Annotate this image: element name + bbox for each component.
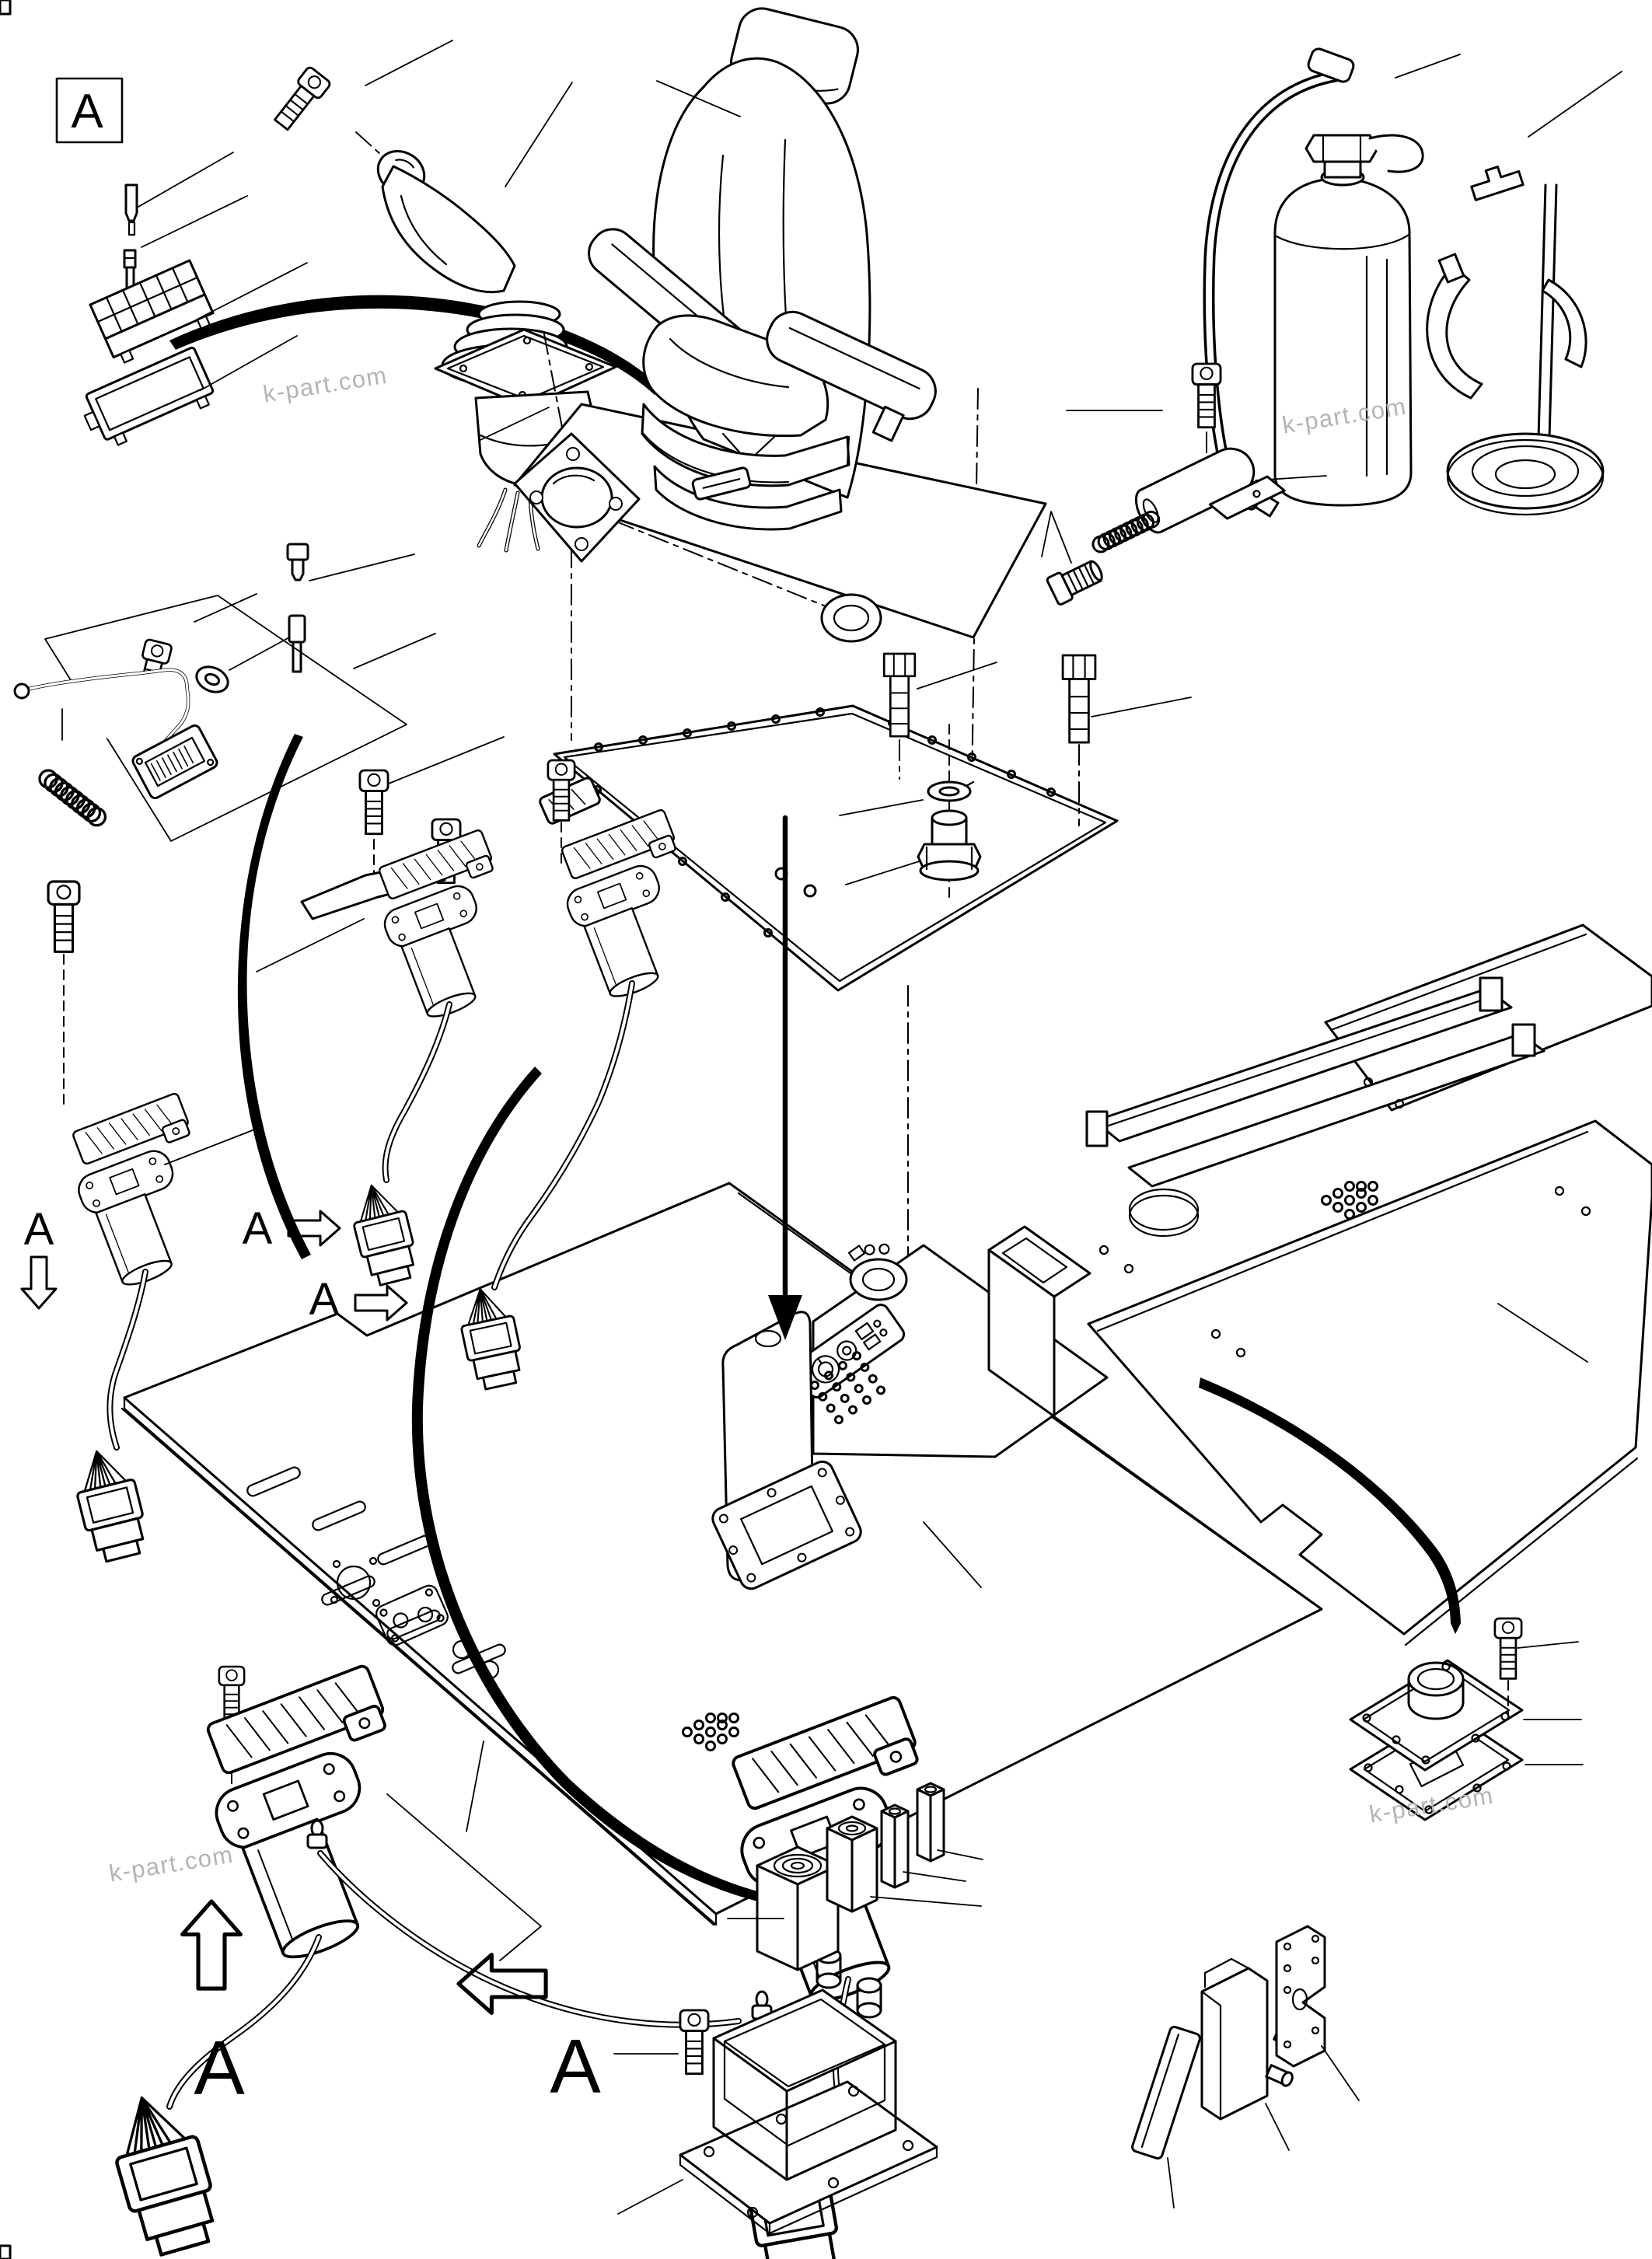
detail-marker-label: A [309,1274,340,1325]
detail-marker-arrow-right [354,1284,408,1322]
slide-rails [1085,976,1545,1188]
mounting-box-group [613,1947,938,2235]
valve-bracket [1134,447,1286,534]
rod-spring [34,765,110,830]
operator-seat-group [480,7,1047,643]
extinguisher-bottle [1273,134,1424,507]
detail-a-box: A [55,77,124,144]
center-pedal-group [256,736,722,1393]
fitting-spring [1089,508,1163,556]
seat-mounting-plate [553,704,1119,992]
armrest-right [766,310,937,442]
valve-fitting-group [1041,362,1327,826]
pedal-bolt-1 [358,769,389,836]
connector-pin-2 [286,543,309,581]
cover-bolt [1493,1617,1523,1720]
connector-pin-3 [288,614,306,673]
console-cup-holder [849,1258,908,1301]
detail-a-box-label: A [71,85,103,138]
harness-connector-1 [344,1178,423,1290]
connector-pin-1 [124,183,138,236]
console-keypad [810,1351,886,1425]
frame-cup-left [513,432,641,563]
plate-spacer-nut [917,809,982,882]
detail-marker-label: A [194,2025,245,2111]
sweep-arcs [169,295,1461,1911]
bracket-plate [1275,1925,1326,2068]
left-pedal-bolt [47,880,81,953]
connector-housing [89,259,215,364]
stand-strap-left [1426,264,1483,400]
detail-marker-arrow-right [287,1210,341,1247]
rod-terminal-plate [131,724,218,800]
box-stud-2 [856,1977,882,2019]
box-flange [679,2080,938,2235]
corner-layer [0,0,12,2259]
console-flange [711,1460,862,1590]
detail-marker-arrow-down [20,1255,58,1310]
connector-terminal [123,249,137,291]
corner-mark [0,2244,12,2259]
cover-plate [1349,1659,1524,1772]
detail-marker-arrow-up [180,1899,243,1991]
control-rod-group [13,593,436,842]
install-arrow [768,815,802,1340]
sweep-arc-left [237,734,311,1259]
left-harness-connector [66,1443,153,1566]
hydraulic-plug [1046,560,1103,606]
spacer-blocks-group [727,1782,983,1971]
watermark-text: k-part.com [107,1841,236,1887]
hex-bolt-2 [1061,654,1097,744]
mounting-box [712,1988,897,2181]
rubber-pad [1131,2025,1201,2160]
watermark-text: k-part.com [261,361,389,408]
detail-marker-arrow-left [456,1953,548,2015]
extinguisher-stand-group [1426,71,1622,516]
connector-shell [83,346,215,446]
joystick-bolt [269,65,333,134]
bottom-harness-connector-1 [101,2086,225,2259]
stand-clamp [1470,166,1525,201]
box-bolt [679,2009,710,2076]
plate-washer [927,780,975,802]
console-switches [847,1243,890,1262]
detail-marker-label: A [243,1203,273,1254]
detail-marker-label: A [550,2023,601,2109]
stand-base [1446,432,1605,516]
cable-clamp-1 [306,1819,328,1849]
seat-suspension [641,403,850,531]
frame-cup-right [820,593,882,643]
stand-strap-right [1541,278,1587,368]
rod-washer [195,665,229,693]
spacer-block-3 [880,1803,910,1889]
fire-extinguisher-group [1203,47,1461,518]
spacer-block-2 [826,1815,878,1913]
console-monitor [987,1225,1091,1418]
left-pedal-group [47,880,257,1566]
cover-plate-group [1349,1617,1584,1821]
spacer-block-4 [916,1782,945,1863]
detail-marker-label: A [24,1204,54,1255]
support-bracket-group [1131,1925,1360,2208]
control-console [711,1225,1109,1590]
left-travel-pedal [57,1091,237,1294]
spacer-block-1 [756,1845,840,1971]
corner-mark [0,0,12,16]
travel-pedal-1 [363,828,540,1025]
hose-elbow [1307,47,1355,83]
detail-a-group: A [55,77,415,673]
deck-plate [907,924,1652,1646]
